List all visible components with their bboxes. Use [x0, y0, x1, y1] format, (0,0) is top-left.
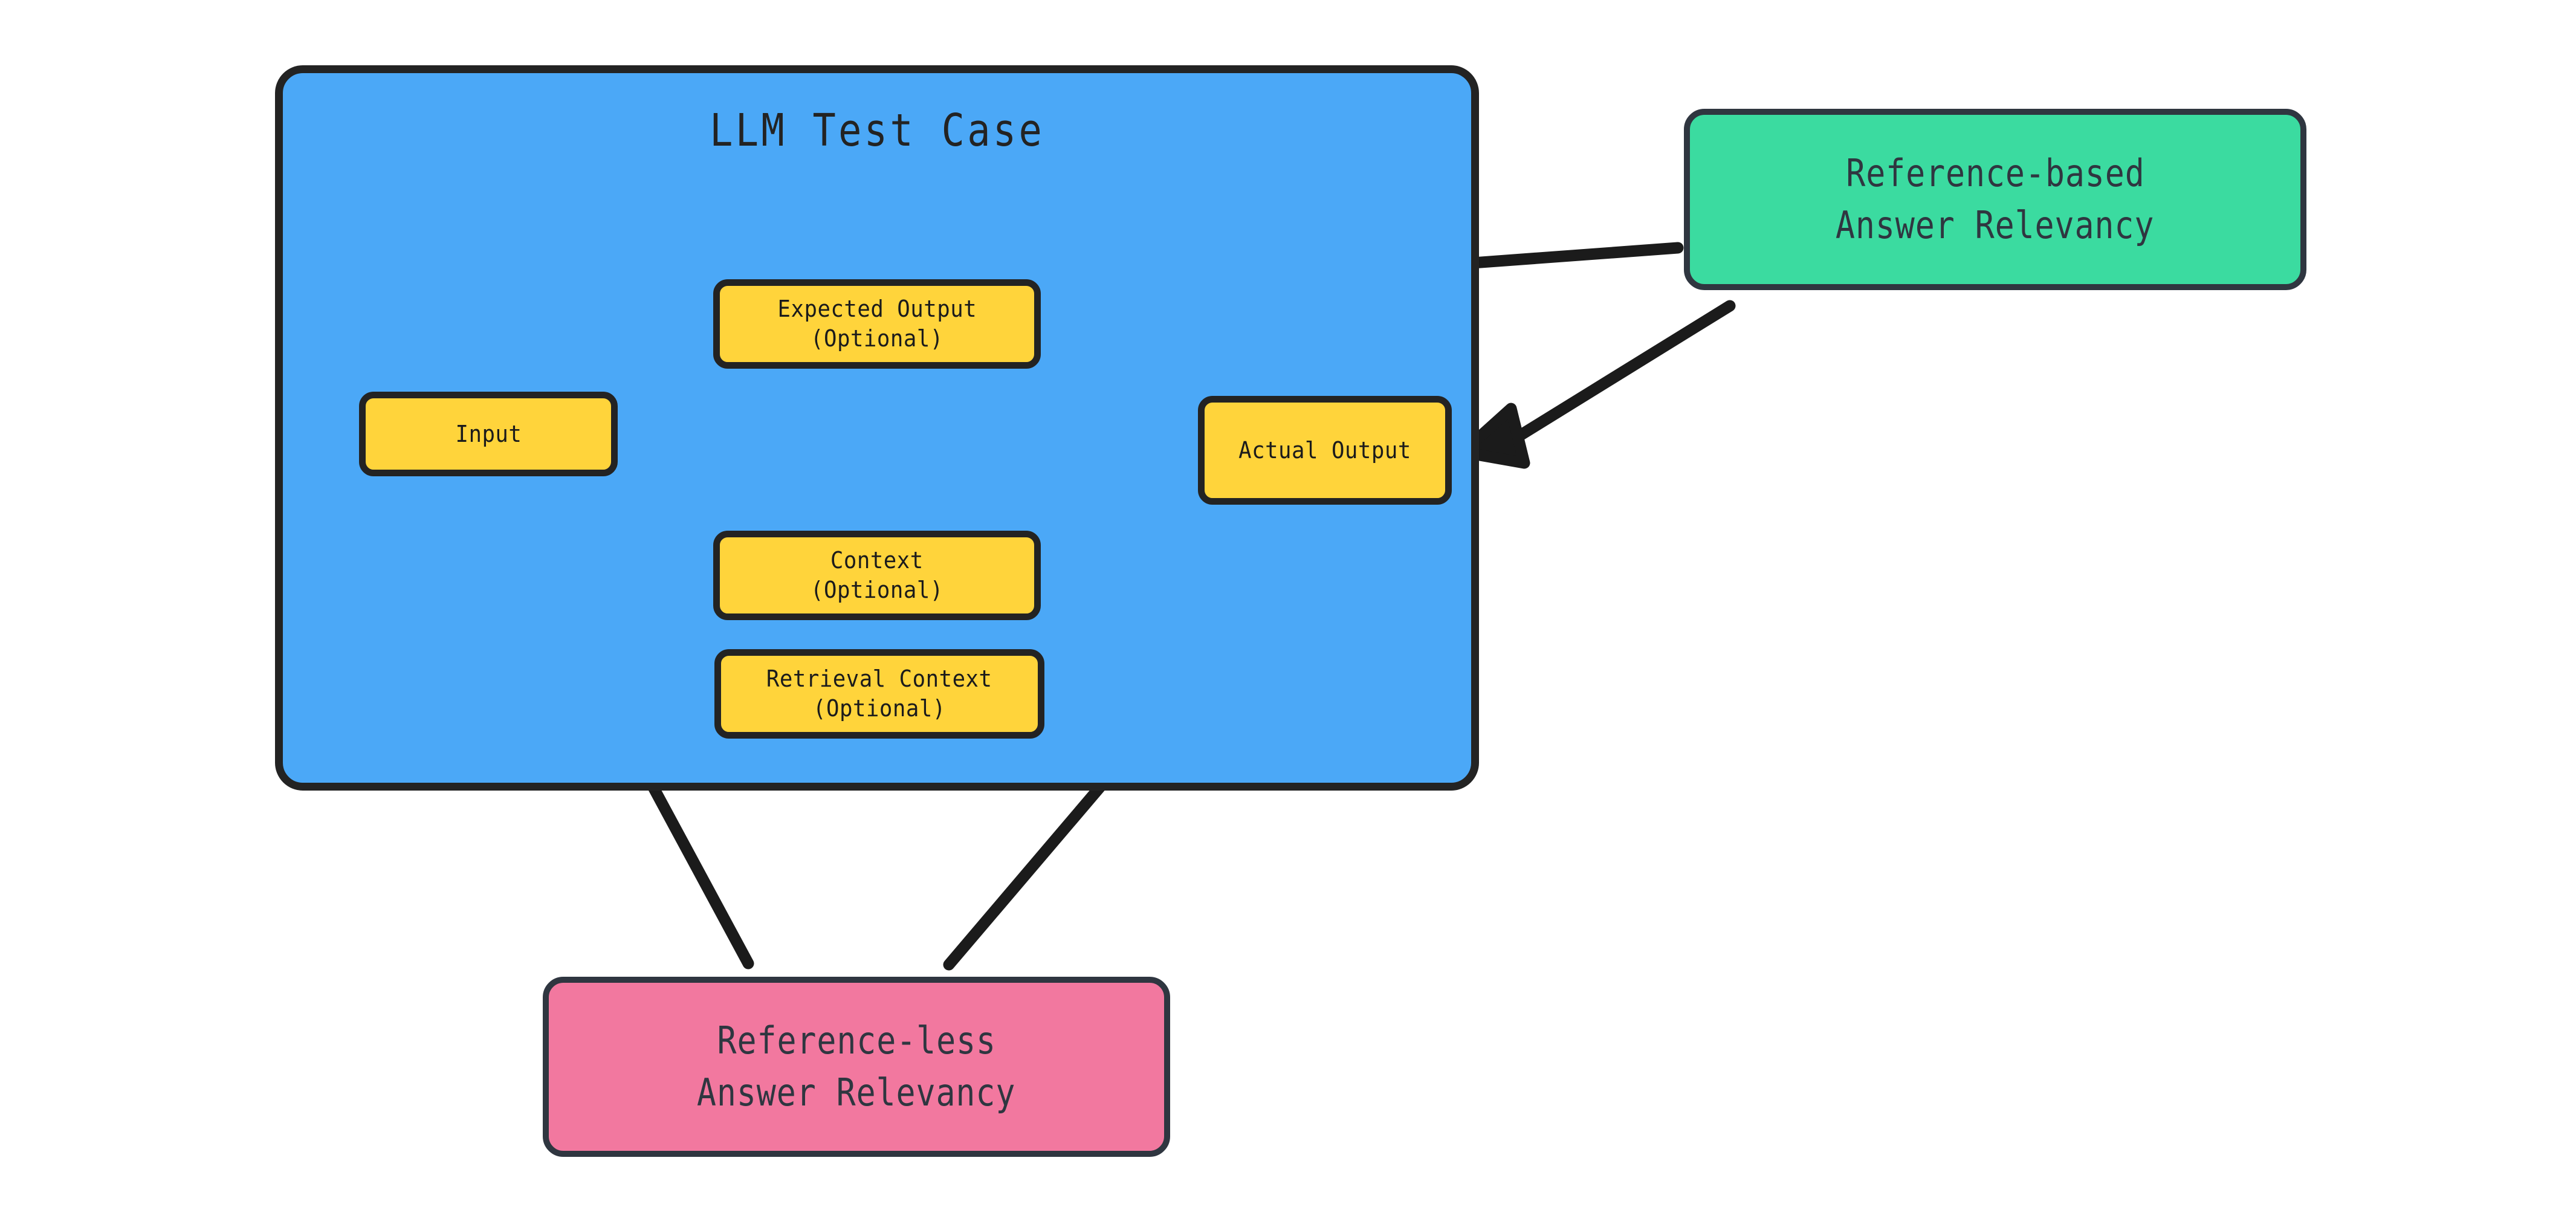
callout-reference-based[interactable]: Reference-based Answer Relevancy [1684, 109, 2306, 290]
callout-reference-less-line2: Answer Relevancy [697, 1070, 1016, 1115]
callout-reference-less[interactable]: Reference-less Answer Relevancy [543, 977, 1170, 1157]
edge-reference-based-to-actual-output [1457, 300, 1736, 469]
callout-reference-based-line2: Answer Relevancy [1836, 203, 2155, 247]
callout-reference-less-line1: Reference-less [717, 1018, 996, 1063]
node-expected-output-label: Expected Output [777, 296, 977, 323]
node-actual-output-label: Actual Output [1238, 436, 1411, 464]
node-context[interactable]: Context (Optional) [713, 531, 1041, 620]
page-title: LLM Test Case [709, 105, 1045, 157]
node-context-label: Context [830, 547, 924, 574]
node-input[interactable]: Input [359, 392, 618, 476]
node-context-qualifier: (Optional) [811, 577, 943, 603]
node-retrieval-context[interactable]: Retrieval Context (Optional) [714, 649, 1044, 739]
node-retrieval-context-label: Retrieval Context [766, 665, 992, 693]
node-actual-output[interactable]: Actual Output [1198, 396, 1452, 505]
node-retrieval-context-qualifier: (Optional) [813, 695, 946, 722]
callout-reference-based-line1: Reference-based [1845, 151, 2145, 196]
node-expected-output-qualifier: (Optional) [811, 325, 943, 352]
node-input-label: Input [455, 420, 522, 447]
node-expected-output[interactable]: Expected Output (Optional) [713, 279, 1041, 369]
